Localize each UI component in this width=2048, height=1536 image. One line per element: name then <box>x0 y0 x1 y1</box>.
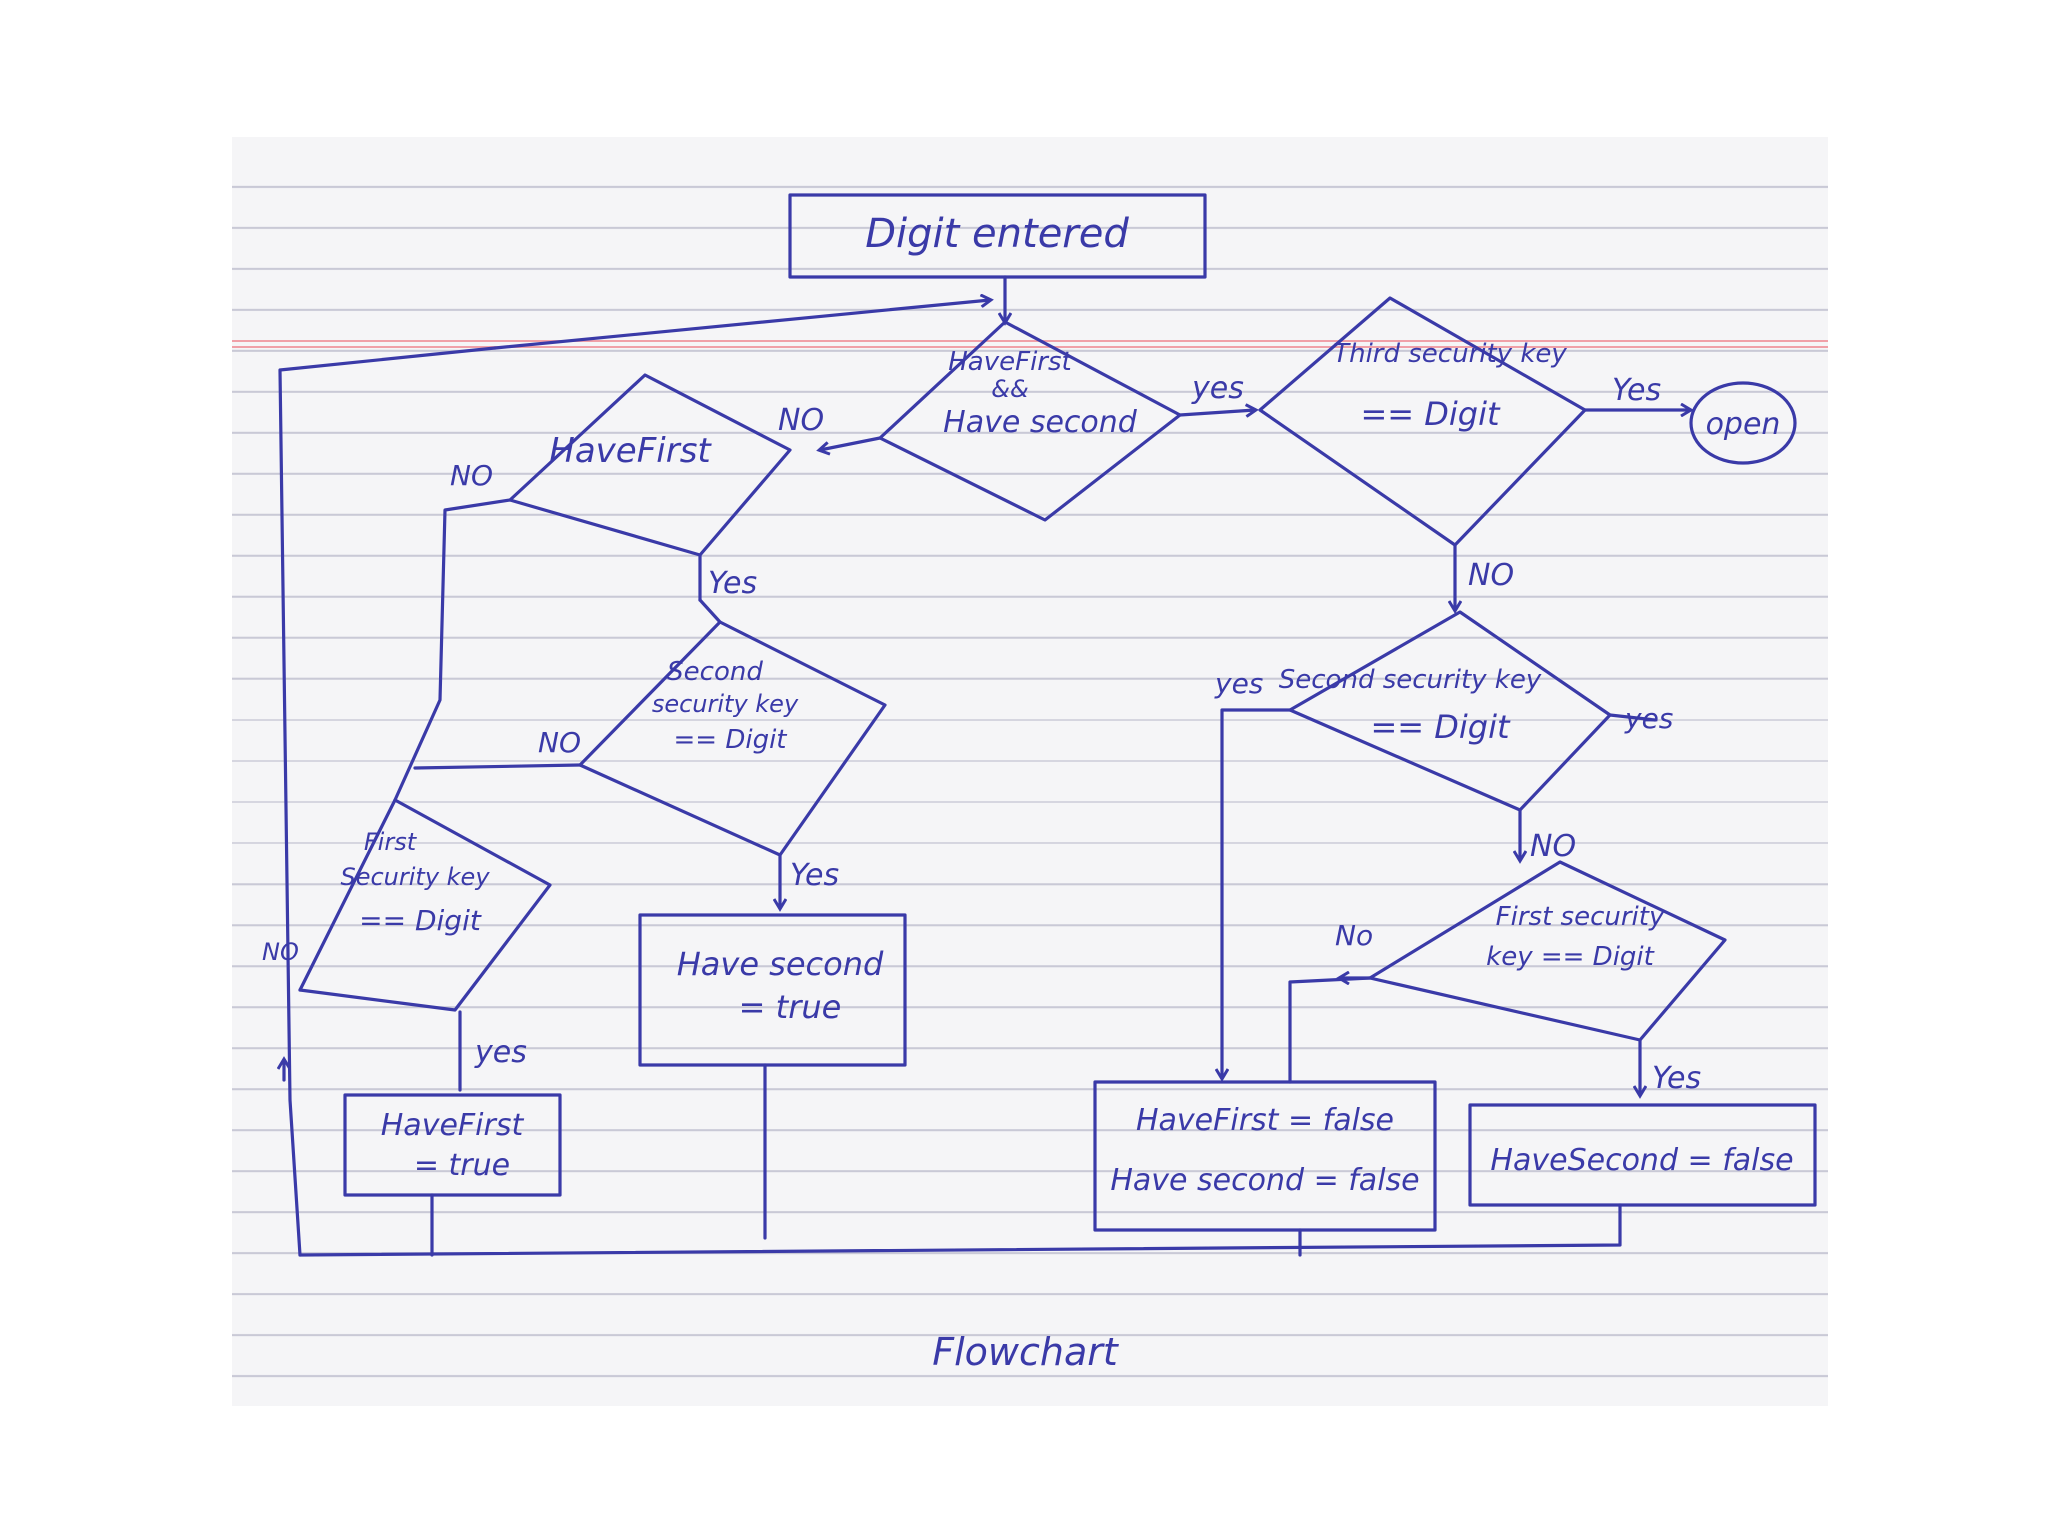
edge-label-yes-1: yes <box>1191 371 1244 406</box>
decision-second-left-line1: Second <box>667 657 763 687</box>
edge-label-yes-5: Yes <box>1652 1061 1701 1096</box>
decision-have-first-and-second <box>878 320 1182 522</box>
decision-second-right-line2: == Digit <box>1370 708 1511 746</box>
paper-margin-line <box>232 340 1828 348</box>
edge-label-yes-2: Yes <box>1612 373 1661 408</box>
decision-have-both-line2: && <box>991 375 1028 403</box>
have-second-true-line2: = true <box>739 988 842 1026</box>
reset-both-box <box>1093 1080 1437 1232</box>
edge-label-no-4: NO <box>778 403 824 438</box>
edge-label-yes-6: Yes <box>708 566 757 601</box>
terminal-open <box>1689 381 1797 465</box>
return-bus-bottom <box>298 1203 1622 1257</box>
edge-label-yes-4: yes <box>1624 702 1673 735</box>
decision-have-first-label: HaveFirst <box>549 431 712 471</box>
decision-have-both-line1: HaveFirst <box>948 347 1072 377</box>
reset-both-line2: Have second = false <box>1110 1163 1419 1198</box>
have-second-false-box <box>1468 1103 1817 1207</box>
decision-third-key-line1: Third security key <box>1333 339 1567 369</box>
edge-label-no-3: No <box>1335 919 1373 952</box>
have-first-true-box <box>343 1093 562 1197</box>
terminal-open-label: open <box>1706 407 1781 442</box>
edge-label-no-6: NO <box>538 726 581 759</box>
edge-label-no-5: NO <box>450 459 493 492</box>
have-second-true-line1: Have second <box>677 945 884 983</box>
edge-label-yes-8: yes <box>474 1035 527 1070</box>
edge-label-no-2: NO <box>1530 829 1576 864</box>
decision-second-right-line1: Second security key <box>1279 665 1542 695</box>
decision-first-right-line2: key == Digit <box>1486 942 1655 972</box>
have-second-false-label: HaveSecond = false <box>1490 1143 1793 1178</box>
have-first-true-line1: HaveFirst <box>381 1108 525 1143</box>
line-no-to-reset <box>1288 976 1372 1084</box>
stub-right-yes <box>1608 713 1657 722</box>
decision-first-left-line2: Security key <box>340 863 490 891</box>
arrow-return-to-top-decision <box>493 300 990 350</box>
edge-label-no-7: NO <box>262 938 299 966</box>
edge-label-no-1: NO <box>1468 558 1514 593</box>
reset-both-line1: HaveFirst = false <box>1136 1103 1394 1138</box>
start-box <box>788 193 1207 279</box>
have-second-true-box <box>638 913 907 1067</box>
decision-first-right-line1: First security <box>1496 902 1665 932</box>
arrow-yes-to-reset <box>1222 708 1292 1078</box>
line-no-from-have-first <box>393 498 512 802</box>
connector-to-second-left <box>698 598 722 624</box>
arrow-yes-to-third-check <box>1178 410 1255 415</box>
edge-label-yes-3: yes <box>1214 667 1263 700</box>
decision-second-left-line3: == Digit <box>673 725 787 755</box>
edge-label-yes-7: Yes <box>790 858 839 893</box>
line-no-from-second-left <box>413 763 582 770</box>
have-first-true-line2: = true <box>414 1148 510 1183</box>
start-label: Digit entered <box>865 211 1129 257</box>
diagram-caption: Flowchart <box>932 1330 1120 1374</box>
decision-have-both-line3: Have second <box>943 405 1138 440</box>
decision-second-left-line2: security key <box>652 690 799 718</box>
decision-third-key-line2: == Digit <box>1360 395 1501 433</box>
decision-first-left-line3: == Digit <box>359 904 482 937</box>
decision-first-key-left <box>298 798 552 1012</box>
return-bus-left <box>278 346 497 1257</box>
arrow-no-to-have-first <box>820 436 882 450</box>
decision-first-left-line1: First <box>364 828 418 856</box>
